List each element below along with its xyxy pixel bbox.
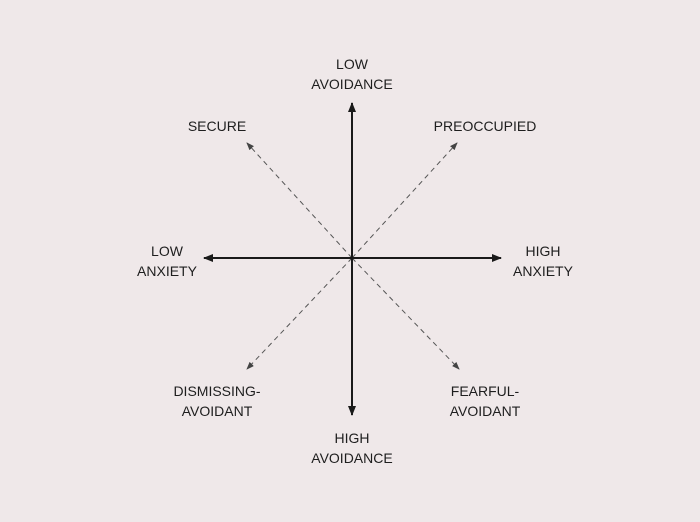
arrow-fearful-avoidant [351,257,460,370]
label-line: AVOIDANT [182,403,253,419]
label-line: ANXIETY [513,263,574,279]
label-low-avoidance: LOW AVOIDANCE [311,56,392,92]
label-fearful-avoidant: FEARFUL- AVOIDANT [450,383,521,419]
label-dismissing-avoidant: DISMISSING- AVOIDANT [173,383,260,419]
label-line: AVOIDANCE [311,450,392,466]
arrow-dismissing-avoidant [246,257,353,370]
label-high-anxiety: HIGH ANXIETY [513,243,574,279]
label-line: DISMISSING- [173,383,260,399]
label-line: AVOIDANT [450,403,521,419]
label-line: LOW [151,243,184,259]
label-secure: SECURE [188,118,246,134]
arrow-secure [246,142,353,259]
arrow-preoccupied [351,142,458,259]
label-line: LOW [336,56,369,72]
label-line: ANXIETY [137,263,198,279]
label-preoccupied: PREOCCUPIED [434,118,537,134]
label-line: FEARFUL- [451,383,520,399]
label-line: AVOIDANCE [311,76,392,92]
label-line: HIGH [335,430,370,446]
dashed-diagonals [246,142,460,370]
label-high-avoidance: HIGH AVOIDANCE [311,430,392,466]
label-low-anxiety: LOW ANXIETY [137,243,198,279]
label-line: HIGH [526,243,561,259]
main-axes [203,102,502,416]
